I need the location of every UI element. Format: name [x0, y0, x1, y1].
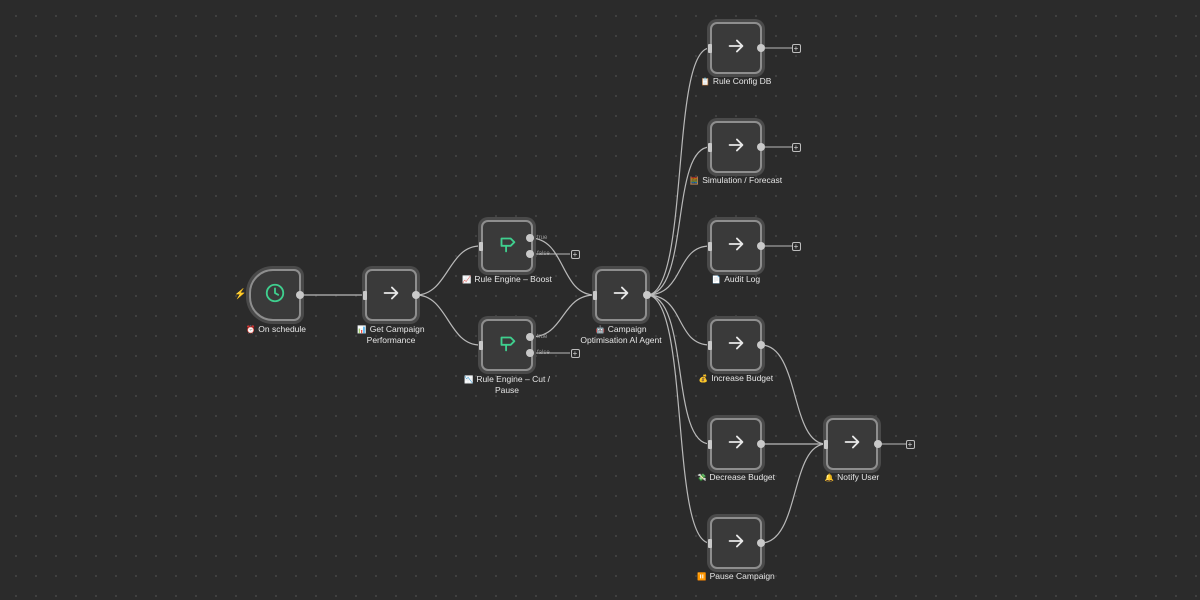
- output-port[interactable]: [757, 539, 765, 547]
- node-label-increase-budget: 💰Increase Budget: [698, 373, 774, 383]
- node-ai-agent[interactable]: [595, 269, 647, 321]
- signpost-icon: [496, 233, 518, 260]
- output-port[interactable]: [757, 242, 765, 250]
- output-port[interactable]: [296, 291, 304, 299]
- node-simulation-forecast[interactable]: [710, 121, 762, 173]
- node-increase-budget[interactable]: [710, 319, 762, 371]
- node-label-decrease-budget: 💸Decrease Budget: [696, 472, 776, 482]
- node-audit-log[interactable]: [710, 220, 762, 272]
- node-pause-campaign[interactable]: [710, 517, 762, 569]
- pause-icon: ⏸️: [697, 572, 707, 581]
- node-get-campaign-performance[interactable]: [365, 269, 417, 321]
- output-port[interactable]: [874, 440, 882, 448]
- edge-agent-to-audit-log: [646, 245, 711, 296]
- bell-icon: 🔔: [824, 473, 835, 482]
- clock-icon: [264, 282, 286, 309]
- input-port[interactable]: [708, 43, 712, 53]
- add-node-button[interactable]: +: [791, 241, 801, 251]
- node-on-schedule[interactable]: [249, 269, 301, 321]
- money-bag-icon: 💰: [698, 374, 709, 383]
- node-label-rule-engine-cut-pause: 📉Rule Engine – Cut / Pause: [463, 374, 551, 395]
- bar-chart-icon: 📊: [357, 325, 367, 334]
- branch-label-true: true: [537, 334, 548, 340]
- arrow-right-icon: [725, 35, 747, 62]
- input-port[interactable]: [593, 290, 597, 300]
- output-port[interactable]: [757, 44, 765, 52]
- add-node-button[interactable]: +: [791, 142, 801, 152]
- input-port[interactable]: [708, 340, 712, 350]
- node-rule-engine-cut-pause[interactable]: [481, 319, 533, 371]
- arrow-right-icon: [380, 282, 402, 309]
- node-rule-config-db[interactable]: [710, 22, 762, 74]
- node-rule-engine-boost[interactable]: [481, 220, 533, 272]
- edge-agent-to-simulation: [646, 146, 711, 296]
- branch-label-true: true: [537, 235, 548, 241]
- output-port[interactable]: [412, 291, 420, 299]
- node-label-on-schedule: ⏰On schedule: [245, 324, 307, 334]
- output-port[interactable]: [757, 440, 765, 448]
- node-label-audit-log: 📄Audit Log: [711, 274, 761, 284]
- clipboard-icon: 📋: [700, 77, 710, 86]
- output-port[interactable]: [757, 341, 765, 349]
- edge-increase-budget-to-notify: [760, 344, 827, 445]
- edge-agent-to-decrease-budget: [646, 294, 711, 445]
- input-port[interactable]: [824, 439, 828, 449]
- arrow-right-icon: [725, 431, 747, 458]
- input-port[interactable]: [708, 241, 712, 251]
- input-port[interactable]: [479, 241, 483, 251]
- node-label-notify-user: 🔔Notify User: [824, 472, 880, 482]
- node-label-get-campaign-performance: 📊Get Campaign Performance: [357, 324, 425, 345]
- arrow-right-icon: [725, 332, 747, 359]
- edge-get-campaign-to-rule-boost: [415, 245, 481, 296]
- branch-label-false: false: [537, 251, 550, 257]
- arrow-right-icon: [725, 233, 747, 260]
- add-node-button[interactable]: +: [570, 249, 580, 259]
- output-port-false[interactable]: [526, 250, 534, 258]
- document-icon: 📄: [711, 275, 722, 284]
- input-port[interactable]: [708, 538, 712, 548]
- chart-decreasing-icon: 📉: [463, 375, 474, 384]
- input-port[interactable]: [708, 142, 712, 152]
- output-port[interactable]: [643, 291, 651, 299]
- output-port-false[interactable]: [526, 349, 534, 357]
- input-port[interactable]: [708, 439, 712, 449]
- robot-icon: 🤖: [595, 325, 605, 334]
- arrow-right-icon: [725, 530, 747, 557]
- node-label-ai-agent: 🤖Campaign Optimisation AI Agent: [580, 324, 662, 345]
- output-port[interactable]: [757, 143, 765, 151]
- node-decrease-budget[interactable]: [710, 418, 762, 470]
- node-notify-user[interactable]: [826, 418, 878, 470]
- trigger-bolt-icon: ⚡: [234, 289, 247, 300]
- node-label-rule-engine-boost: 📈Rule Engine – Boost: [462, 274, 552, 284]
- output-port-true[interactable]: [526, 333, 534, 341]
- signpost-icon: [496, 332, 518, 359]
- arrow-right-icon: [725, 134, 747, 161]
- node-label-pause-campaign: ⏸️Pause Campaign: [697, 571, 775, 581]
- input-port[interactable]: [479, 340, 483, 350]
- add-node-button[interactable]: +: [570, 348, 580, 358]
- abacus-icon: 🧮: [689, 176, 700, 185]
- input-port[interactable]: [363, 290, 367, 300]
- money-wings-icon: 💸: [696, 473, 707, 482]
- edge-pause-campaign-to-notify: [760, 443, 827, 544]
- branch-label-false: false: [537, 350, 550, 356]
- output-port-true[interactable]: [526, 234, 534, 242]
- arrow-right-icon: [841, 431, 863, 458]
- add-node-button[interactable]: +: [791, 43, 801, 53]
- node-label-rule-config-db: 📋Rule Config DB: [700, 76, 772, 86]
- edge-rule-boost-true-to-agent: [529, 237, 596, 296]
- add-node-button[interactable]: +: [905, 439, 915, 449]
- alarm-clock-icon: ⏰: [245, 325, 256, 334]
- arrow-right-icon: [610, 282, 632, 309]
- node-label-simulation-forecast: 🧮Simulation / Forecast: [689, 175, 783, 185]
- chart-increasing-icon: 📈: [462, 275, 472, 284]
